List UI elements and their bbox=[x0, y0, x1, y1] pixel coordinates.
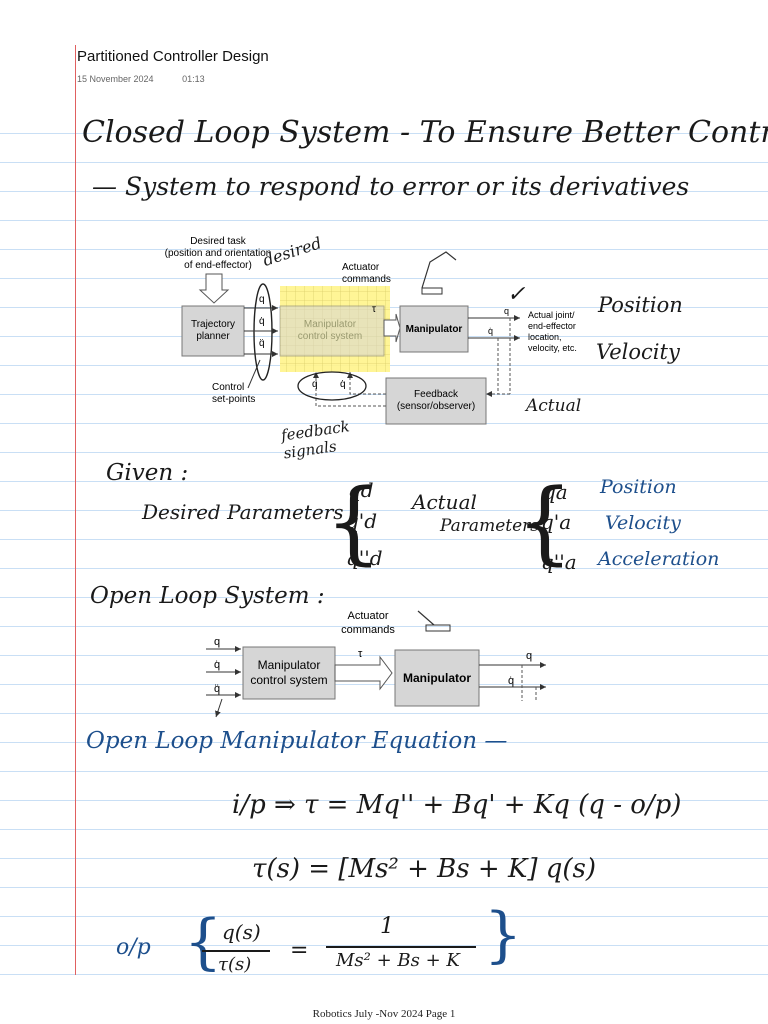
subheading: — System to respond to error or its deri… bbox=[92, 172, 690, 201]
control-setpoints-label-2: set-points bbox=[212, 394, 255, 405]
setpoint-qdot: q̇ bbox=[259, 316, 265, 327]
setpoint-q: q bbox=[259, 294, 265, 305]
tau-label: τ bbox=[372, 304, 376, 315]
output-q: q bbox=[504, 306, 509, 316]
controller-label-2: control system bbox=[298, 331, 362, 342]
page-footer: Robotics July -Nov 2024 Page 1 bbox=[312, 1008, 456, 1020]
equation-time-domain: i/p ⇒ τ = Mq'' + Bq' + Kq (q - o/p) bbox=[232, 790, 682, 820]
param-acceleration: Acceleration bbox=[598, 548, 720, 570]
annot-position: Position bbox=[598, 293, 683, 317]
feedback-qdot: q̇ bbox=[340, 379, 346, 390]
param-velocity: Velocity bbox=[605, 512, 681, 534]
page-date: 15 November 2024 bbox=[77, 74, 154, 84]
actuator-label: Actuator bbox=[342, 262, 380, 273]
qd-prime: q'd bbox=[346, 509, 378, 533]
open-loop-equation-heading: Open Loop Manipulator Equation — bbox=[86, 728, 508, 754]
controller-label: Manipulator bbox=[258, 658, 321, 672]
checkmark-icon: ✓ bbox=[507, 282, 526, 307]
output-qdot: q̇ bbox=[508, 675, 514, 687]
tf-denominator: τ(s) bbox=[218, 954, 252, 975]
page-title: Partitioned Controller Design bbox=[77, 48, 269, 65]
manipulator-box bbox=[399, 305, 469, 353]
tau-label: τ bbox=[358, 648, 363, 660]
ruled-lines bbox=[0, 105, 768, 975]
margin-line bbox=[75, 45, 76, 975]
trajectory-planner-box bbox=[181, 305, 245, 357]
annot-velocity: Velocity bbox=[596, 340, 680, 364]
equation-laplace: τ(s) = [Ms² + Bs + K] q(s) bbox=[252, 854, 597, 884]
feedback-label-2: (sensor/observer) bbox=[397, 401, 475, 412]
controller-label-2: control system bbox=[250, 673, 327, 687]
open-loop-diagram: Actuator commands q q̇ q̈ Manipulator co… bbox=[206, 610, 546, 718]
tf-fraction-bar-2 bbox=[326, 946, 476, 948]
feedback-q: q bbox=[312, 379, 318, 390]
setpoint-qddot: q̈ bbox=[259, 338, 265, 349]
annot-actual: Actual bbox=[526, 396, 582, 416]
trajectory-label: Trajectory bbox=[191, 319, 235, 330]
actual-label-3: location, bbox=[528, 332, 562, 342]
qd-double-prime: q''d bbox=[346, 546, 383, 570]
tf-fraction-bar bbox=[202, 950, 270, 952]
actual-params-label-2: Parameters bbox=[440, 516, 539, 536]
closed-loop-diagram: Desired task (position and orientation o… bbox=[165, 236, 577, 425]
desired-params-label: Desired Parameters bbox=[142, 500, 344, 524]
page-meta: 15 November 2024 01:13 bbox=[77, 74, 231, 84]
actuator-label-2: commands bbox=[342, 274, 391, 285]
manipulator-label: Manipulator bbox=[406, 324, 463, 335]
input-qdot: q̇ bbox=[214, 659, 220, 671]
tf-denominator-2: Ms² + Bs + K bbox=[336, 950, 460, 971]
input-qddot: q̈ bbox=[214, 683, 220, 695]
desired-task-label-3: of end-effector) bbox=[184, 260, 252, 271]
tf-equals: = bbox=[290, 938, 309, 963]
right-brace: { bbox=[516, 470, 574, 575]
actuator-label: Actuator bbox=[348, 610, 389, 622]
tf-numerator: q(s) bbox=[222, 920, 261, 944]
output-label: o/p bbox=[116, 935, 151, 960]
qa-prime: q'a bbox=[541, 510, 572, 534]
output-q: q bbox=[526, 650, 532, 662]
tf-one: 1 bbox=[380, 914, 394, 939]
output-qdot: q̇ bbox=[488, 326, 493, 336]
desired-task-label-2: (position and orientation bbox=[165, 248, 272, 259]
manipulator-box bbox=[394, 649, 480, 707]
control-setpoints-label: Control bbox=[212, 382, 244, 393]
tf-right-brace: } bbox=[484, 900, 523, 970]
actual-label: Actual joint/ bbox=[528, 310, 575, 320]
tf-left-brace: { bbox=[184, 907, 223, 977]
feedback-box bbox=[385, 377, 487, 425]
left-brace: { bbox=[325, 470, 383, 575]
qa-double-prime: q''a bbox=[541, 550, 577, 574]
param-position: Position bbox=[600, 476, 677, 498]
task-arrow bbox=[198, 273, 230, 304]
qa: qa bbox=[543, 480, 568, 504]
robot-arm-icon bbox=[421, 251, 457, 289]
actual-label-2: end-effector bbox=[528, 321, 576, 331]
input-q: q bbox=[214, 636, 220, 648]
page-time: 01:13 bbox=[182, 74, 205, 84]
manipulator-label: Manipulator bbox=[403, 671, 471, 685]
given-label: Given : bbox=[106, 460, 189, 486]
open-loop-heading: Open Loop System : bbox=[90, 583, 325, 609]
heading: Closed Loop System - To Ensure Better Co… bbox=[82, 115, 768, 150]
controller-box bbox=[242, 646, 336, 700]
actual-label-4: velocity, etc. bbox=[528, 343, 577, 353]
controller-label: Manipulator bbox=[304, 319, 357, 330]
actual-params-label: Actual bbox=[412, 490, 477, 514]
actuator-label-2: commands bbox=[341, 624, 395, 636]
desired-task-label: Desired task bbox=[190, 236, 247, 247]
qd: qd bbox=[348, 478, 374, 502]
feedback-label: Feedback bbox=[414, 389, 459, 400]
trajectory-label-2: planner bbox=[196, 331, 230, 342]
